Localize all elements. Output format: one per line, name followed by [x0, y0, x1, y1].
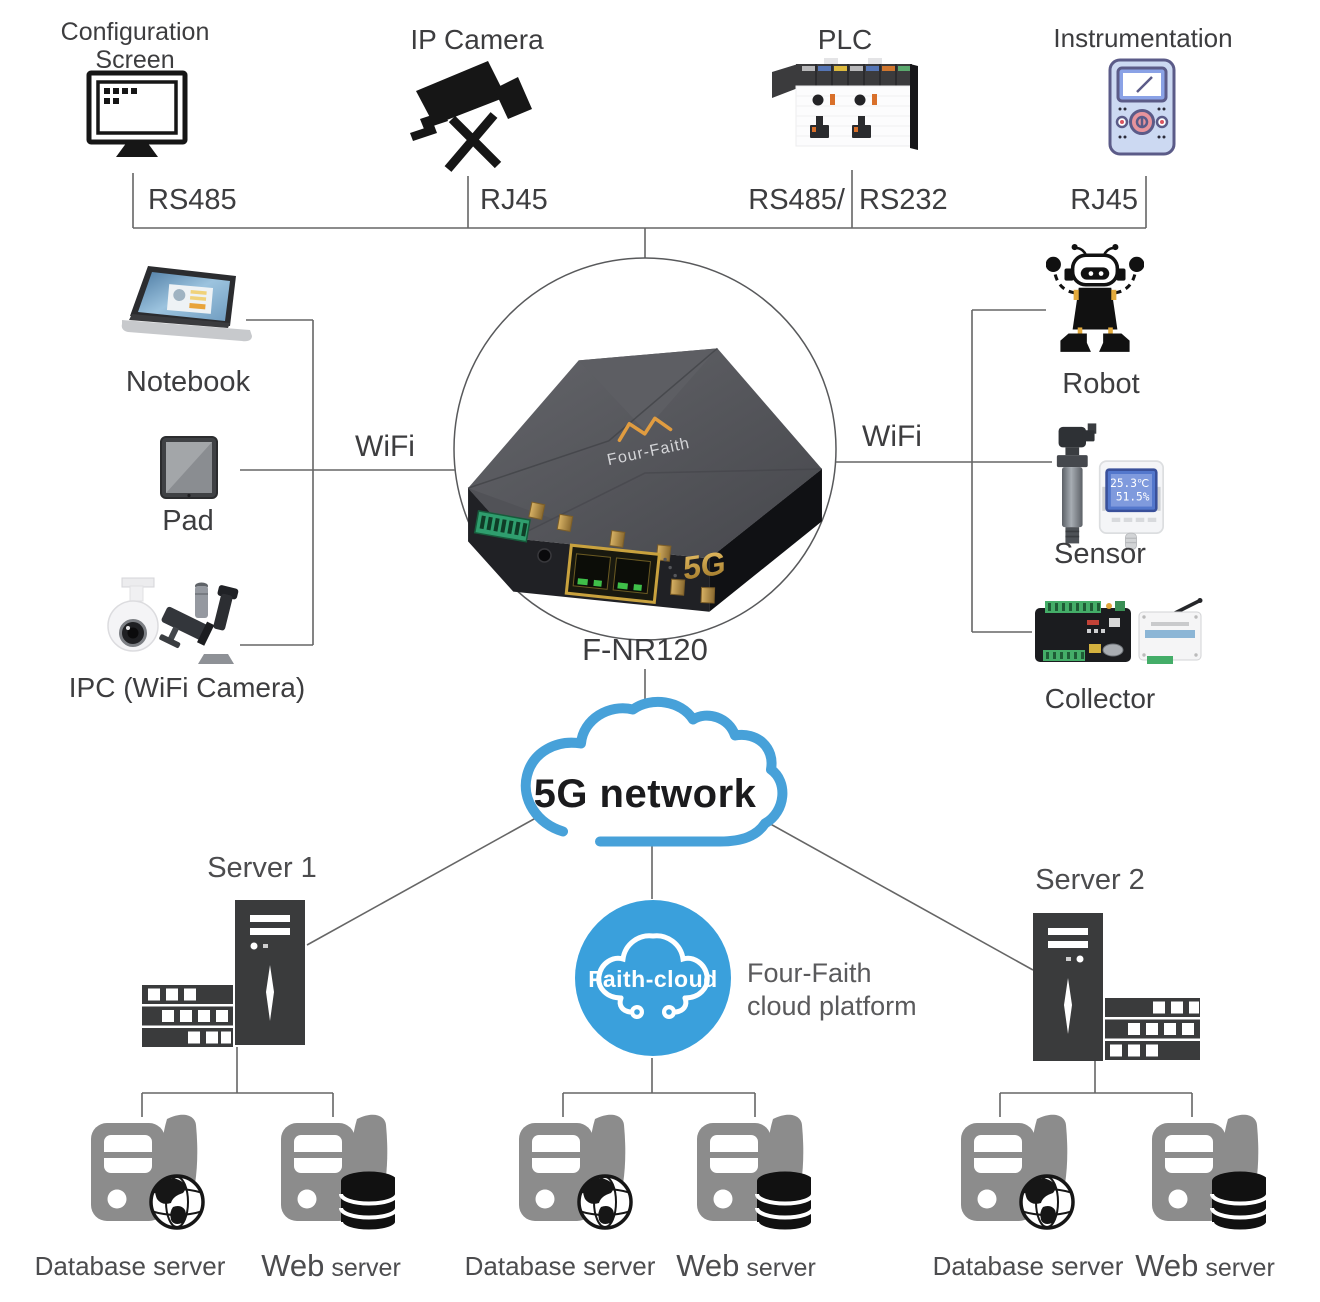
cloud-platform-caption-line2: cloud platform: [747, 991, 917, 1021]
pad-label: Pad: [162, 505, 214, 537]
5g-cloud-icon: [505, 694, 790, 852]
cloud-platform-caption-line1: Four-Faith: [747, 958, 872, 988]
port-rs232-part: RS232: [859, 184, 948, 216]
router-model-label: F-NR120: [582, 632, 708, 667]
sensor-temp-readout: 25.3℃: [1110, 477, 1149, 490]
web-server-icon: [693, 1113, 811, 1231]
ipc-camera-icon: [92, 576, 240, 668]
configuration-screen-label: Configuration Screen: [60, 18, 210, 74]
port-rj45-label: RJ45: [480, 184, 548, 216]
database-server-label: Database server: [464, 1251, 656, 1281]
pad-icon: [160, 436, 218, 499]
ip-camera-label: IP Camera: [410, 24, 544, 55]
globe-icon: [1019, 1174, 1075, 1230]
notebook-label: Notebook: [125, 366, 251, 398]
plc-icon: [772, 58, 928, 152]
wifi-right-label: WiFi: [862, 420, 922, 453]
ipc-label: IPC (WiFi Camera): [68, 672, 306, 703]
web-word: Web: [676, 1248, 740, 1283]
database-cylinder-icon: [339, 1171, 395, 1231]
web-server-icon: [1148, 1113, 1266, 1231]
cloud-platform-caption: Four-Faith cloud platform: [747, 957, 987, 1023]
faith-cloud-badge: Faith-cloud: [588, 966, 718, 992]
server1-label: Server 1: [207, 852, 317, 884]
port-rj45-2-label: RJ45: [1070, 184, 1138, 216]
globe-icon: [149, 1174, 205, 1230]
collector-label: Collector: [1044, 683, 1156, 714]
web-server-label: Web server: [231, 1248, 431, 1284]
web-word: Web: [1135, 1248, 1199, 1283]
robot-icon: [1046, 242, 1144, 360]
port-rs485-label: RS485: [148, 184, 237, 216]
sensor-label: Sensor: [1054, 538, 1146, 570]
instrumentation-label: Instrumentation: [1053, 23, 1233, 53]
web-server-icon: [277, 1113, 395, 1231]
faith-cloud-icon: [573, 898, 733, 1058]
server1-icon: [140, 897, 340, 1049]
database-server-icon: [515, 1113, 633, 1231]
server-word: server: [1205, 1254, 1275, 1282]
plc-label: PLC: [817, 24, 873, 55]
server-word: server: [331, 1254, 401, 1282]
web-server-label: Web server: [1105, 1248, 1305, 1284]
database-server-icon: [957, 1113, 1075, 1231]
database-server-icon: [87, 1113, 205, 1231]
database-cylinder-icon: [755, 1171, 811, 1231]
database-server-label: Database server: [932, 1251, 1124, 1281]
ip-camera-icon: [408, 55, 536, 173]
database-server-label: Database server: [34, 1251, 226, 1281]
sensor-humidity-readout: 51.5%: [1116, 491, 1150, 504]
router-5g-badge: 5G: [683, 544, 726, 586]
server2-icon: [1028, 910, 1228, 1062]
robot-label: Robot: [1062, 368, 1140, 400]
web-server-label: Web server: [646, 1248, 846, 1284]
database-cylinder-icon: [1210, 1171, 1266, 1231]
instrumentation-icon: [1100, 58, 1184, 158]
router-image: Four-Faith: [458, 322, 830, 614]
sensor-icon: 25.3℃ 51.5%: [1050, 412, 1170, 560]
wifi-left-label: WiFi: [355, 430, 415, 463]
port-rs485-part: RS485/: [748, 184, 845, 216]
server2-label: Server 2: [1035, 864, 1145, 896]
port-rs485-rs232-label: RS485/ RS232: [702, 184, 1002, 217]
web-word: Web: [261, 1248, 325, 1283]
globe-icon: [577, 1174, 633, 1230]
server-word: server: [746, 1254, 816, 1282]
configuration-screen-icon: [86, 70, 188, 164]
5g-network-label: 5G network: [533, 772, 757, 816]
notebook-icon: [118, 262, 256, 354]
collector-icon: [1035, 598, 1203, 668]
